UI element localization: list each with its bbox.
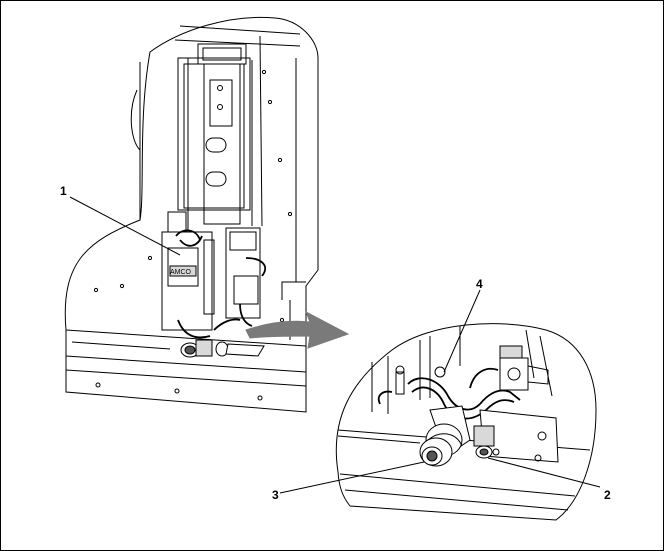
zoom-arrow xyxy=(245,310,350,349)
callout-3: 3 xyxy=(272,488,279,502)
leader-lines xyxy=(69,196,601,494)
machine-body xyxy=(64,16,319,413)
valve-plate-text: AMCO xyxy=(170,269,192,276)
leader-4 xyxy=(443,289,481,373)
leader-2 xyxy=(487,457,601,488)
detail-view xyxy=(335,323,597,521)
leader-3 xyxy=(279,461,425,494)
callout-4: 4 xyxy=(476,277,483,291)
callout-2: 2 xyxy=(604,488,611,502)
leader-1 xyxy=(69,196,181,256)
callout-1: 1 xyxy=(60,184,67,198)
